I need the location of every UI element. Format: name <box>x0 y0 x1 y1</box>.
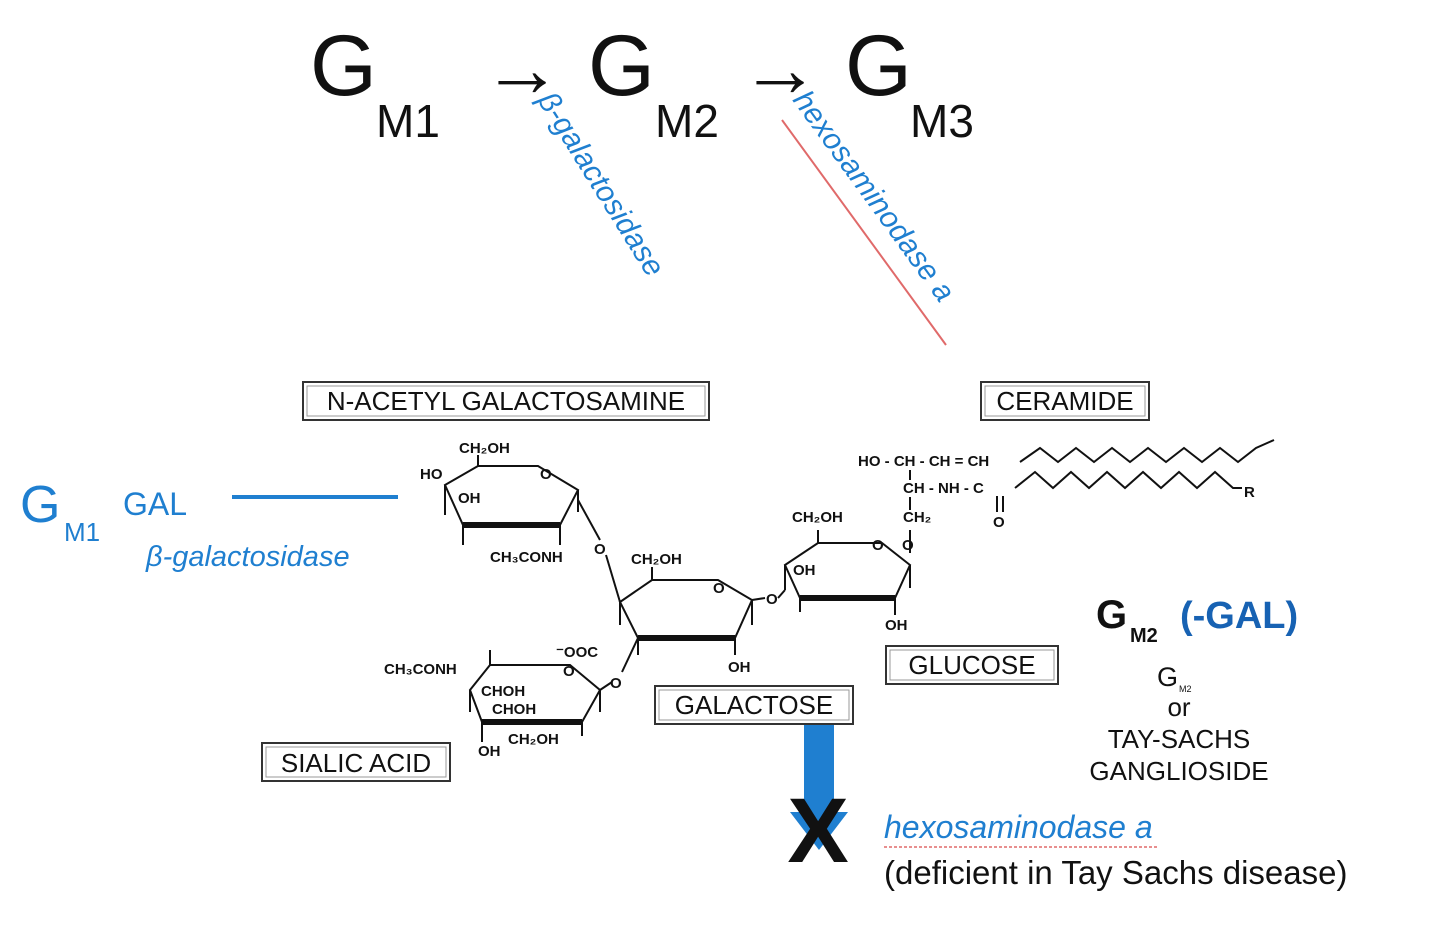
svg-text:O: O <box>563 663 575 680</box>
svg-text:CH₂OH: CH₂OH <box>792 509 843 526</box>
label-ceramide: CERAMIDE <box>980 381 1150 421</box>
left-g-sub: M1 <box>64 517 100 547</box>
left-note: G M1 GAL β-galactosidase <box>20 476 398 573</box>
gm3-letter: G <box>845 18 912 114</box>
blocked-arrow: X <box>787 725 849 882</box>
spellcheck-squiggle <box>781 119 947 346</box>
svg-text:CERAMIDE: CERAMIDE <box>996 386 1133 416</box>
chemical-structure <box>443 439 1275 742</box>
svg-text:O: O <box>993 514 1005 531</box>
gm1-sub: M1 <box>376 95 440 147</box>
label-galactose: GALACTOSE <box>654 685 854 725</box>
bottom-note: hexosaminodase a (deficient in Tay Sachs… <box>884 809 1347 891</box>
label-glucose: GLUCOSE <box>885 645 1059 685</box>
gm2-letter: G <box>588 18 655 114</box>
svg-text:O: O <box>610 675 622 692</box>
blue-arrow-shaft <box>804 725 834 815</box>
right-or: or <box>1167 692 1190 722</box>
arrow-2: → <box>740 24 820 113</box>
left-gal: GAL <box>123 486 187 522</box>
right-line2: GANGLIOSIDE <box>1089 756 1268 786</box>
bottom-deficient: (deficient in Tay Sachs disease) <box>884 854 1347 891</box>
left-enzyme: β-galactosidase <box>145 541 350 573</box>
svg-text:CH₃CONH: CH₃CONH <box>490 549 563 566</box>
label-n-acetyl: N-ACETYL GALACTOSAMINE <box>302 381 710 421</box>
svg-text:OH: OH <box>478 743 501 760</box>
svg-text:CHOH: CHOH <box>481 683 525 700</box>
right-line1: TAY-SACHS <box>1108 724 1251 754</box>
left-g: G <box>20 476 60 534</box>
svg-text:O: O <box>540 466 552 483</box>
svg-text:CH₃CONH: CH₃CONH <box>384 661 457 678</box>
ring-galactose <box>605 554 766 673</box>
svg-text:O: O <box>713 580 725 597</box>
svg-text:OH: OH <box>793 562 816 579</box>
svg-text:CH₂OH: CH₂OH <box>459 440 510 457</box>
ring-n-acetyl-galactosamine <box>443 455 601 545</box>
svg-text:CH₂: CH₂ <box>903 509 931 526</box>
chem-labels: CH₂OH HO OH O CH₃CONH O CH₂OH O OH O CH₂… <box>384 440 1255 760</box>
right-note: G M2 (-GAL) G M2 or TAY-SACHS GANGLIOSID… <box>1089 593 1298 786</box>
svg-text:CHOH: CHOH <box>492 701 536 718</box>
right-g-sub: M2 <box>1130 625 1158 647</box>
x-mark: X <box>787 780 848 882</box>
right-g: G <box>1096 593 1127 637</box>
svg-text:⁻OOC: ⁻OOC <box>556 644 598 661</box>
svg-text:CH₂OH: CH₂OH <box>508 731 559 748</box>
svg-text:GALACTOSE: GALACTOSE <box>675 690 833 720</box>
svg-text:OH: OH <box>728 659 751 676</box>
svg-text:OH: OH <box>885 617 908 634</box>
bottom-enzyme: hexosaminodase a <box>884 809 1153 845</box>
gm3-sub: M3 <box>910 95 974 147</box>
svg-text:O: O <box>872 537 884 554</box>
svg-text:HO: HO <box>420 466 443 483</box>
svg-text:HO - CH - CH = CH: HO - CH - CH = CH <box>858 453 989 470</box>
enzyme-beta-galactosidase: β-galactosidase <box>531 85 671 282</box>
svg-text:O: O <box>902 537 914 554</box>
ring-glucose <box>777 530 912 615</box>
ceramide-chains <box>909 439 1275 512</box>
svg-text:SIALIC ACID: SIALIC ACID <box>281 748 431 778</box>
svg-text:CH₂OH: CH₂OH <box>631 551 682 568</box>
right-small-g: G <box>1157 662 1178 692</box>
svg-text:OH: OH <box>458 490 481 507</box>
right-small-sub: M2 <box>1179 684 1192 694</box>
svg-text:N-ACETYL GALACTOSAMINE: N-ACETYL GALACTOSAMINE <box>327 386 685 416</box>
svg-text:R: R <box>1244 484 1255 501</box>
svg-text:CH - NH - C: CH - NH - C <box>903 480 984 497</box>
svg-text:O: O <box>766 591 778 608</box>
gm1-letter: G <box>310 18 377 114</box>
arrow-1: → <box>482 24 562 113</box>
pathway-row: G M1 → G M2 → G M3 β-galactosidase hexos… <box>310 18 974 346</box>
right-minus-gal: (-GAL) <box>1180 595 1298 637</box>
svg-text:O: O <box>594 541 606 558</box>
blue-arrow-head <box>790 812 848 850</box>
svg-text:GLUCOSE: GLUCOSE <box>908 650 1035 680</box>
gm2-sub: M2 <box>655 95 719 147</box>
ring-sialic-acid <box>468 650 613 742</box>
label-sialic-acid: SIALIC ACID <box>261 742 451 782</box>
